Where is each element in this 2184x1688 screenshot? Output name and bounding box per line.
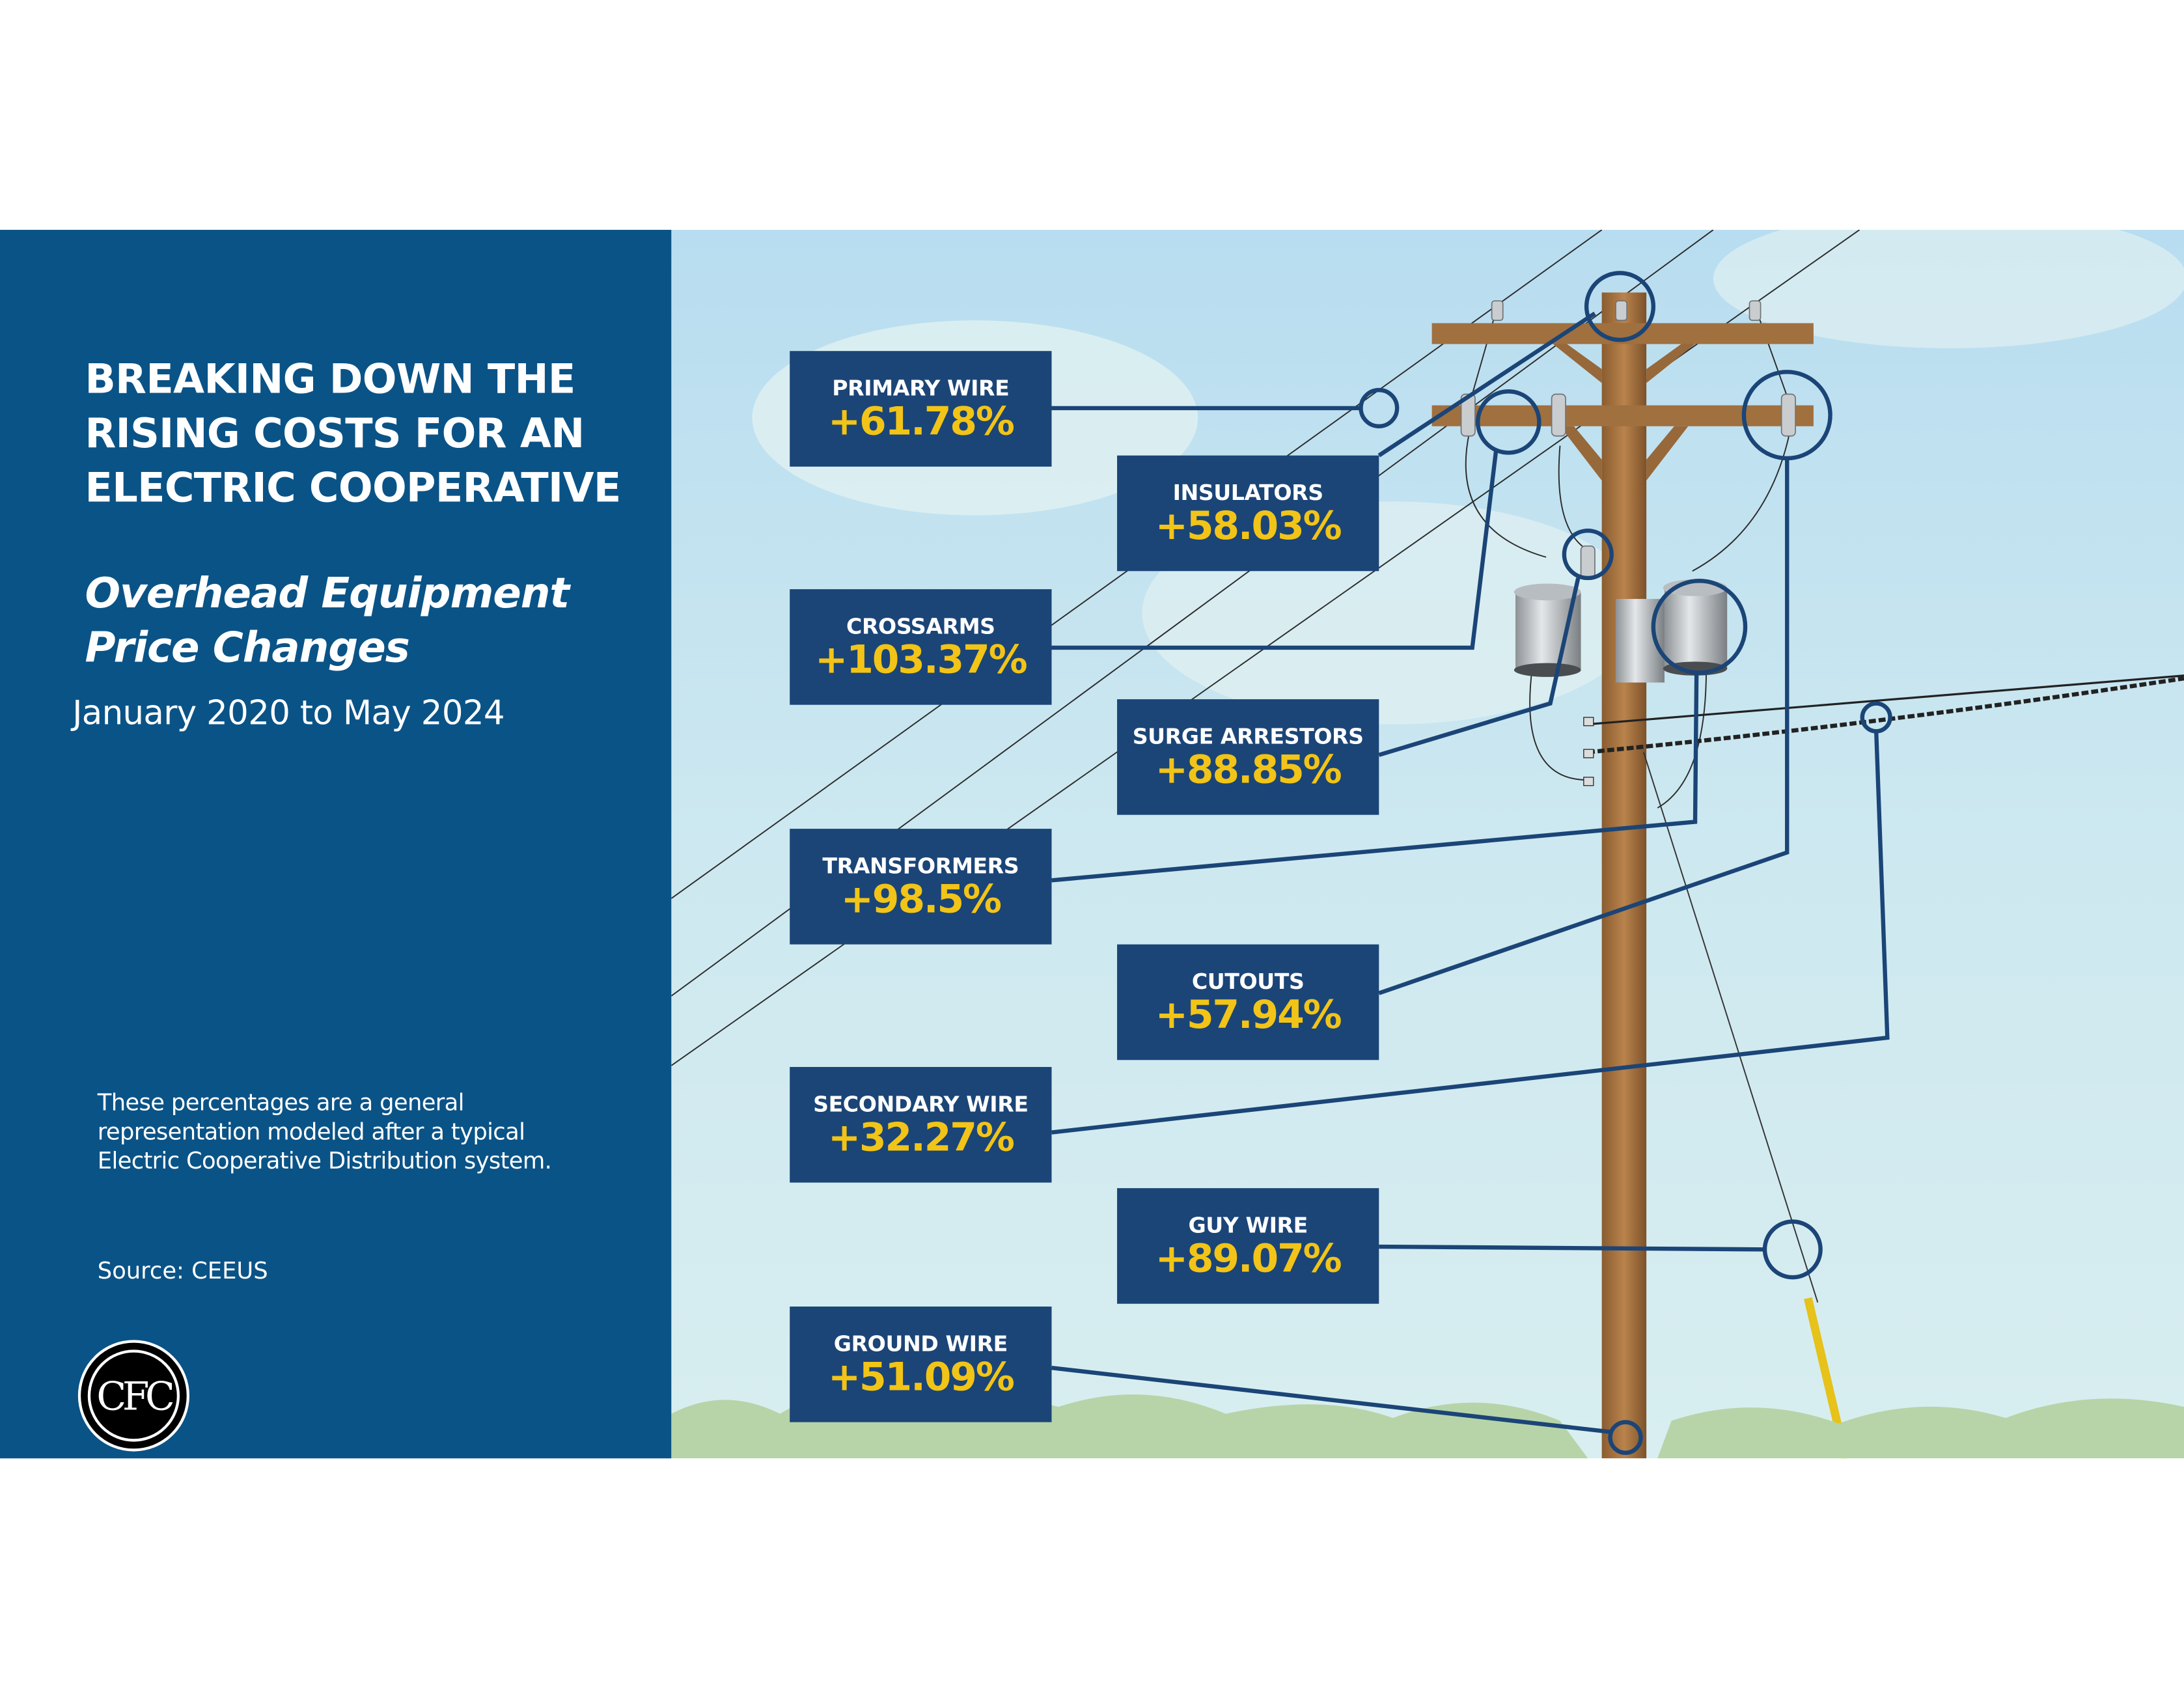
callout-transformers: TRANSFORMERS+98.5% <box>790 829 1052 945</box>
page-title: BREAKING DOWN THE RISING COSTS FOR AN EL… <box>85 352 622 515</box>
pole <box>1601 292 1647 1459</box>
callout-label: SURGE ARRESTORS <box>1132 724 1364 750</box>
left-panel: BREAKING DOWN THE RISING COSTS FOR AN EL… <box>0 230 672 1459</box>
callout-label: GUY WIRE <box>1188 1213 1308 1239</box>
callout-value: +61.78% <box>827 398 1015 445</box>
callout-ground-wire: GROUND WIRE+51.09% <box>790 1307 1052 1422</box>
callout-crossarms: CROSSARMS+103.37% <box>790 589 1052 705</box>
callout-secondary-wire: SECONDARY WIRE+32.27% <box>790 1067 1052 1183</box>
title-line: RISING COSTS FOR AN <box>85 409 585 457</box>
callout-label: INSULATORS <box>1172 480 1324 506</box>
subtitle-line: Overhead Equipment <box>85 570 570 619</box>
insulators <box>1460 300 1796 580</box>
callout-label: PRIMARY WIRE <box>832 376 1010 402</box>
crossarm-lower <box>1431 405 1814 426</box>
source: Source: CEEUS <box>97 1258 268 1284</box>
callout-value: +57.94% <box>1155 991 1342 1038</box>
cfc-logo: CFC <box>77 1340 189 1452</box>
callout-label: TRANSFORMERS <box>822 853 1019 879</box>
note-line: These percentages are a general <box>97 1089 465 1116</box>
transformers <box>1514 579 1728 683</box>
secondary-wires <box>1583 674 2184 786</box>
title-line: ELECTRIC COOPERATIVE <box>85 464 622 512</box>
callout-value: +58.03% <box>1155 503 1342 549</box>
logo-text: CFC <box>96 1373 174 1420</box>
note-line: representation modeled after a typical <box>97 1118 525 1145</box>
guy-wire <box>1642 752 1819 1303</box>
subtitle-line: Price Changes <box>85 624 410 673</box>
callout-connectors <box>1051 271 1892 1455</box>
callout-guy-wire: GUY WIRE+89.07% <box>1117 1188 1379 1304</box>
footnote: These percentages are a general represen… <box>97 1088 552 1176</box>
callout-label: SECONDARY WIRE <box>813 1092 1029 1118</box>
date-range: January 2020 to May 2024 <box>72 693 505 733</box>
callout-insulators: INSULATORS+58.03% <box>1117 455 1379 572</box>
callout-label: CROSSARMS <box>846 614 995 640</box>
callout-value: +51.09% <box>827 1353 1015 1400</box>
callout-value: +89.07% <box>1155 1235 1342 1282</box>
title-line: BREAKING DOWN THE <box>85 355 576 403</box>
subtitle: Overhead Equipment Price Changes <box>85 567 570 676</box>
callout-value: +88.85% <box>1155 746 1342 793</box>
callout-value: +103.37% <box>815 636 1027 683</box>
callout-cutouts: CUTOUTS+57.94% <box>1117 944 1379 1060</box>
callout-label: GROUND WIRE <box>833 1331 1008 1357</box>
callout-value: +32.27% <box>827 1114 1015 1161</box>
callout-label: CUTOUTS <box>1191 969 1305 995</box>
callout-surge-arrestors: SURGE ARRESTORS+88.85% <box>1117 699 1379 815</box>
note-line: Electric Cooperative Distribution system… <box>97 1148 552 1174</box>
callout-primary-wire: PRIMARY WIRE+61.78% <box>790 351 1052 467</box>
callout-value: +98.5% <box>840 876 1002 922</box>
